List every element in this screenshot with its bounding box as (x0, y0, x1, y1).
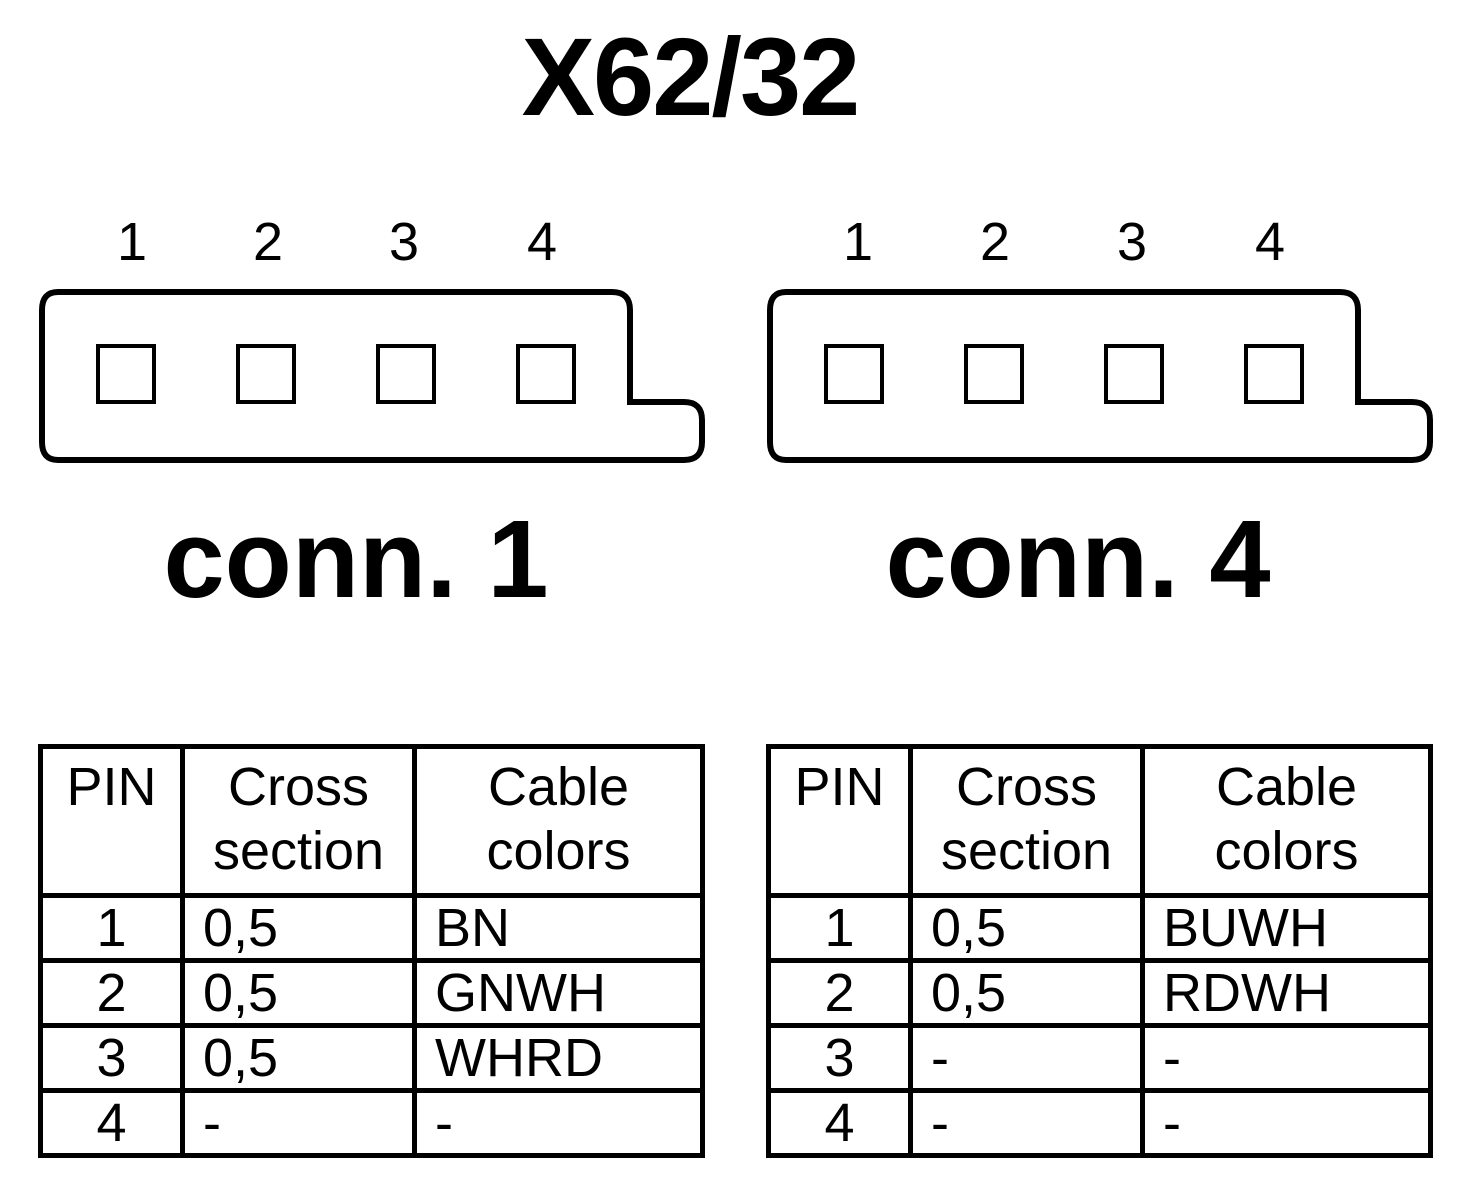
table-row: 2 0,5 RDWH (766, 958, 1433, 1028)
table-row: 1 0,5 BUWH (766, 893, 1433, 963)
cell-cross-section: 0,5 (180, 893, 417, 963)
cell-pin: 4 (38, 1088, 185, 1158)
conn4-pin-number-1: 1 (842, 212, 874, 272)
conn1-pin-socket-4 (516, 344, 576, 404)
conn1-pin-socket-2 (236, 344, 296, 404)
conn4-housing (766, 288, 1434, 466)
table-header-row: PIN Cross section Cable colors (38, 744, 705, 898)
cell-cross-section: - (908, 1088, 1145, 1158)
table-row: 3 0,5 WHRD (38, 1023, 705, 1093)
cell-pin: 1 (38, 893, 185, 963)
cell-pin: 2 (38, 958, 185, 1028)
cell-cross-section: 0,5 (908, 893, 1145, 963)
cell-cable-color: - (1140, 1023, 1433, 1093)
diagram-title: X62/32 (521, 16, 861, 139)
cell-cable-color: - (1140, 1088, 1433, 1158)
conn1-pin-number-3: 3 (388, 212, 420, 272)
conn4-pin-table: PIN Cross section Cable colors 1 0,5 BUW… (766, 744, 1433, 1158)
cell-cable-color: GNWH (412, 958, 705, 1028)
cell-cross-section: 0,5 (180, 1023, 417, 1093)
conn1-housing-outline (39, 289, 705, 463)
table-row: 1 0,5 BN (38, 893, 705, 963)
conn1-pin-socket-3 (376, 344, 436, 404)
conn4-pin-number-4: 4 (1254, 212, 1286, 272)
table-row: 3 - - (766, 1023, 1433, 1093)
conn4-label: conn. 4 (885, 498, 1271, 621)
table-row: 4 - - (38, 1088, 705, 1158)
cell-cable-color: BN (412, 893, 705, 963)
conn1-pin-number-1: 1 (116, 212, 148, 272)
header-cross-section: Cross section (180, 744, 417, 898)
conn1-pin-table: PIN Cross section Cable colors 1 0,5 BN … (38, 744, 705, 1158)
table-header-row: PIN Cross section Cable colors (766, 744, 1433, 898)
table-row: 4 - - (766, 1088, 1433, 1158)
cell-cable-color: RDWH (1140, 958, 1433, 1028)
cell-cable-color: - (412, 1088, 705, 1158)
conn4-pin-socket-2 (964, 344, 1024, 404)
conn4-pin-socket-1 (824, 344, 884, 404)
header-pin: PIN (38, 744, 185, 898)
cell-cross-section: 0,5 (908, 958, 1145, 1028)
table-row: 2 0,5 GNWH (38, 958, 705, 1028)
cell-pin: 4 (766, 1088, 913, 1158)
conn4-pin-number-3: 3 (1116, 212, 1148, 272)
conn1-pin-number-4: 4 (526, 212, 558, 272)
cell-cable-color: BUWH (1140, 893, 1433, 963)
conn4-pin-number-2: 2 (979, 212, 1011, 272)
conn4-pin-socket-4 (1244, 344, 1304, 404)
conn1-pin-number-2: 2 (252, 212, 284, 272)
header-pin: PIN (766, 744, 913, 898)
conn1-label: conn. 1 (163, 498, 549, 621)
cell-pin: 2 (766, 958, 913, 1028)
conn4-pin-socket-3 (1104, 344, 1164, 404)
header-cable-colors: Cable colors (412, 744, 705, 898)
cell-cross-section: - (908, 1023, 1145, 1093)
cell-pin: 3 (766, 1023, 913, 1093)
cell-pin: 3 (38, 1023, 185, 1093)
conn1-pin-socket-1 (96, 344, 156, 404)
conn4-housing-outline (767, 289, 1433, 463)
cell-cable-color: WHRD (412, 1023, 705, 1093)
conn1-housing (38, 288, 706, 466)
cell-cross-section: - (180, 1088, 417, 1158)
header-cable-colors: Cable colors (1140, 744, 1433, 898)
cell-cross-section: 0,5 (180, 958, 417, 1028)
header-cross-section: Cross section (908, 744, 1145, 898)
cell-pin: 1 (766, 893, 913, 963)
